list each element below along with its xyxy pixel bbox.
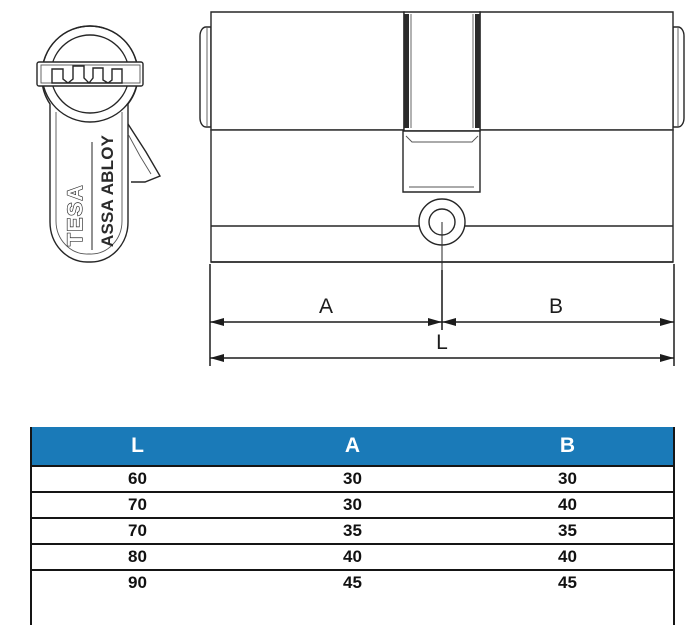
table-border-right bbox=[673, 427, 675, 625]
cell-l: 70 bbox=[30, 517, 245, 544]
cam-collar-shadow-right bbox=[475, 14, 480, 128]
dim-label-a: A bbox=[319, 295, 333, 318]
key-side-wing-inner bbox=[127, 133, 152, 175]
left-end-cap bbox=[199, 26, 212, 128]
table-border-left bbox=[30, 427, 32, 625]
dim-label-b: B bbox=[549, 295, 563, 318]
column-header-b: B bbox=[460, 427, 675, 466]
cell-a: 35 bbox=[245, 517, 460, 544]
right-end-cap bbox=[672, 26, 685, 128]
dim-label-l: L bbox=[436, 331, 448, 354]
table-row: 70 30 40 bbox=[30, 491, 675, 518]
dim-arrow-a-right bbox=[428, 318, 442, 326]
dimension-annotations: A B L bbox=[209, 264, 675, 366]
cell-b: 45 bbox=[460, 569, 675, 595]
cell-b: 35 bbox=[460, 517, 675, 544]
key-side-wing bbox=[127, 123, 162, 183]
dim-arrow-l-left bbox=[210, 354, 224, 362]
cell-a: 30 bbox=[245, 491, 460, 518]
cell-a: 45 bbox=[245, 569, 460, 595]
spec-table-head: L A B bbox=[30, 427, 675, 466]
barrel-upper-right bbox=[479, 11, 674, 131]
cell-a: 30 bbox=[245, 465, 460, 492]
cell-l: 90 bbox=[30, 569, 245, 595]
dim-arrow-l-right bbox=[660, 354, 674, 362]
table-row: 60 30 30 bbox=[30, 465, 675, 492]
cylinder-side-view bbox=[199, 11, 685, 330]
table-row: 80 40 40 bbox=[30, 543, 675, 570]
table-row: 70 35 35 bbox=[30, 517, 675, 544]
cell-b: 40 bbox=[460, 543, 675, 570]
cell-l: 60 bbox=[30, 465, 245, 492]
technical-drawing: TESA ASSA ABLOY bbox=[36, 11, 685, 366]
cylinder-face-view: TESA ASSA ABLOY bbox=[36, 25, 162, 263]
cell-b: 40 bbox=[460, 491, 675, 518]
column-header-l: L bbox=[30, 427, 245, 466]
barrel-upper-left bbox=[210, 11, 405, 131]
dim-arrow-a-left bbox=[210, 318, 224, 326]
cell-l: 70 bbox=[30, 491, 245, 518]
dim-arrow-b-left bbox=[442, 318, 456, 326]
cell-a: 40 bbox=[245, 543, 460, 570]
spec-table-body: 60 30 30 70 30 40 70 35 35 80 40 40 bbox=[30, 465, 675, 595]
cam-upper-collar bbox=[403, 11, 481, 132]
dim-arrow-b-right bbox=[660, 318, 674, 326]
spec-table: L A B 60 30 30 70 30 40 70 35 bbox=[30, 427, 675, 595]
keyway-warding-profile bbox=[51, 65, 123, 85]
brand-tesa-text: TESA bbox=[64, 184, 87, 246]
cam-tongue-bevel bbox=[405, 135, 479, 143]
dimension-table: L A B 60 30 30 70 30 40 70 35 bbox=[30, 427, 675, 595]
cylinder-drawing-svg: TESA ASSA ABLOY bbox=[36, 11, 685, 366]
brand-assa-abloy-text: ASSA ABLOY bbox=[98, 134, 117, 247]
cell-b: 30 bbox=[460, 465, 675, 492]
table-row: 90 45 45 bbox=[30, 569, 675, 595]
cell-l: 80 bbox=[30, 543, 245, 570]
table-header-row: L A B bbox=[30, 427, 675, 466]
column-header-a: A bbox=[245, 427, 460, 466]
key-body-inner-outline bbox=[55, 112, 123, 255]
cam-tongue bbox=[402, 130, 481, 193]
cam-collar-shadow-left bbox=[404, 14, 409, 128]
